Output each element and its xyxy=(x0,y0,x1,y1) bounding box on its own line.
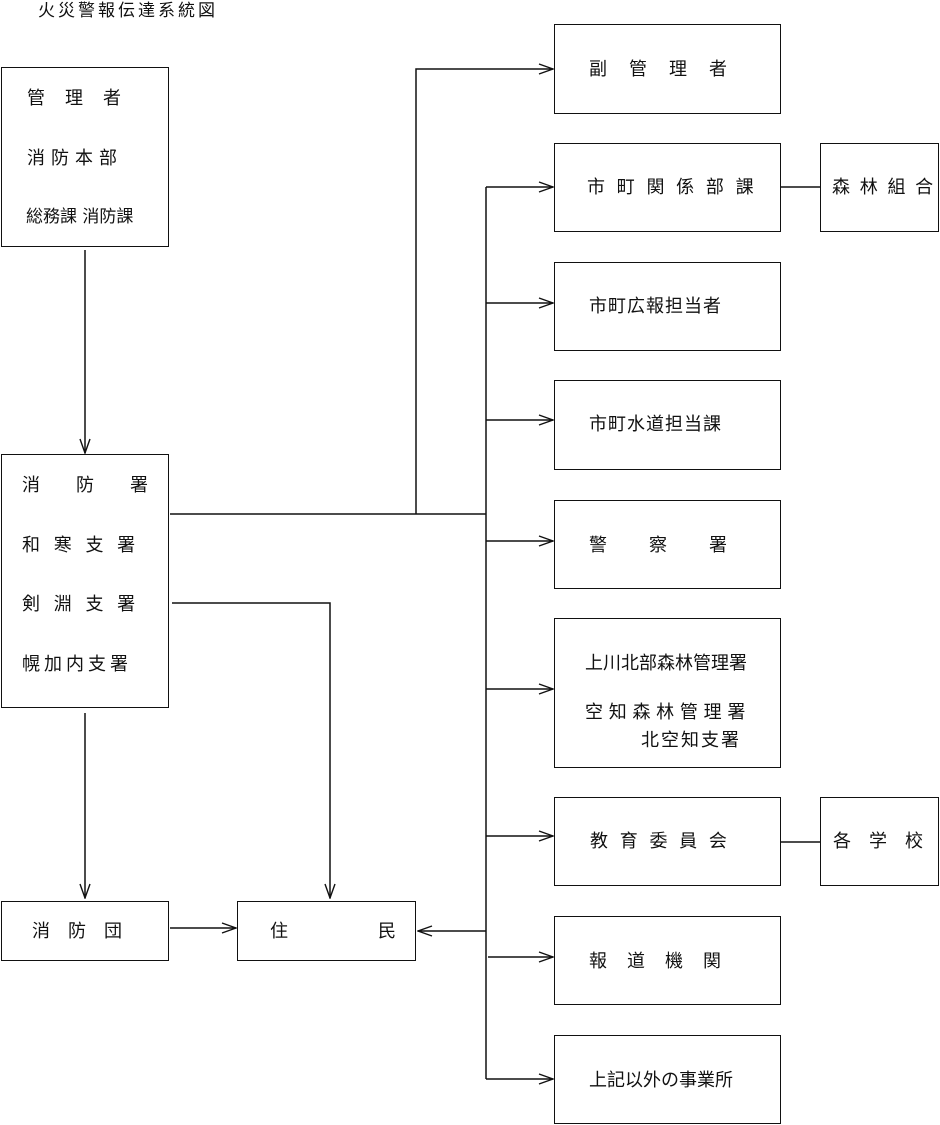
jumin-box: 住 民 xyxy=(237,901,416,961)
shinrin-kanri-line-2: 空 知 森 林 管 理 署 xyxy=(585,702,746,723)
kanrisha-line-1: 管 理 者 xyxy=(27,88,122,109)
kyoiku-box: 教 育 委 員 会 xyxy=(554,797,781,886)
shobosho-line-1: 消 防 署 xyxy=(22,475,148,496)
kakugakko-label: 各 学 校 xyxy=(833,831,923,852)
shinrin-kumiai-box: 森 林 組 合 xyxy=(820,143,939,232)
fukukanrisha-label: 副 管 理 者 xyxy=(589,59,729,80)
shobodan-box: 消 防 団 xyxy=(1,901,169,961)
hodo-box: 報 道 機 関 xyxy=(554,916,781,1005)
shinrin-kanri-box: 上川北部森林管理署 空 知 森 林 管 理 署 北空知支署 xyxy=(554,618,781,768)
shicho-kankei-box: 市 町 関 係 部 課 xyxy=(554,143,781,232)
shicho-suido-label: 市町水道担当課 xyxy=(589,414,722,435)
keisatsu-box: 警 察 署 xyxy=(554,500,781,589)
shicho-kankei-label: 市 町 関 係 部 課 xyxy=(587,177,757,198)
arrow-to-fukukanrisha xyxy=(415,69,553,514)
shobosho-line-4: 幌加内支署 xyxy=(22,654,132,675)
fukukanrisha-box: 副 管 理 者 xyxy=(554,24,781,114)
shinrin-kanri-line-1: 上川北部森林管理署 xyxy=(585,653,747,674)
kyoiku-label: 教 育 委 員 会 xyxy=(590,831,730,852)
shobosho-line-3: 剣 淵 支 署 xyxy=(22,594,140,615)
diagram-title: 火災警報伝達系統図 xyxy=(38,1,218,21)
jigyosho-box: 上記以外の事業所 xyxy=(554,1035,781,1124)
arrow-shobosho-to-jumin xyxy=(172,602,330,898)
kanrisha-line-2: 消防本部 xyxy=(27,148,123,169)
shinrin-kanri-line-3: 北空知支署 xyxy=(641,730,741,751)
shobosho-line-2: 和 寒 支 署 xyxy=(22,535,140,556)
hodo-label: 報 道 機 関 xyxy=(589,951,722,972)
kanrisha-box: 管 理 者 消防本部 総務課 消防課 xyxy=(1,67,169,247)
kanrisha-line-3: 総務課 消防課 xyxy=(26,207,134,227)
jumin-label: 住 民 xyxy=(270,921,396,942)
jigyosho-label: 上記以外の事業所 xyxy=(589,1070,733,1091)
shobosho-box: 消 防 署 和 寒 支 署 剣 淵 支 署 幌加内支署 xyxy=(1,454,169,708)
keisatsu-label: 警 察 署 xyxy=(589,535,729,556)
shobodan-label: 消 防 団 xyxy=(32,921,122,942)
shicho-koho-label: 市町広報担当者 xyxy=(589,296,722,317)
kakugakko-box: 各 学 校 xyxy=(820,797,939,886)
shicho-koho-box: 市町広報担当者 xyxy=(554,262,781,351)
shinrin-kumiai-label: 森 林 組 合 xyxy=(832,177,936,198)
shicho-suido-box: 市町水道担当課 xyxy=(554,380,781,470)
